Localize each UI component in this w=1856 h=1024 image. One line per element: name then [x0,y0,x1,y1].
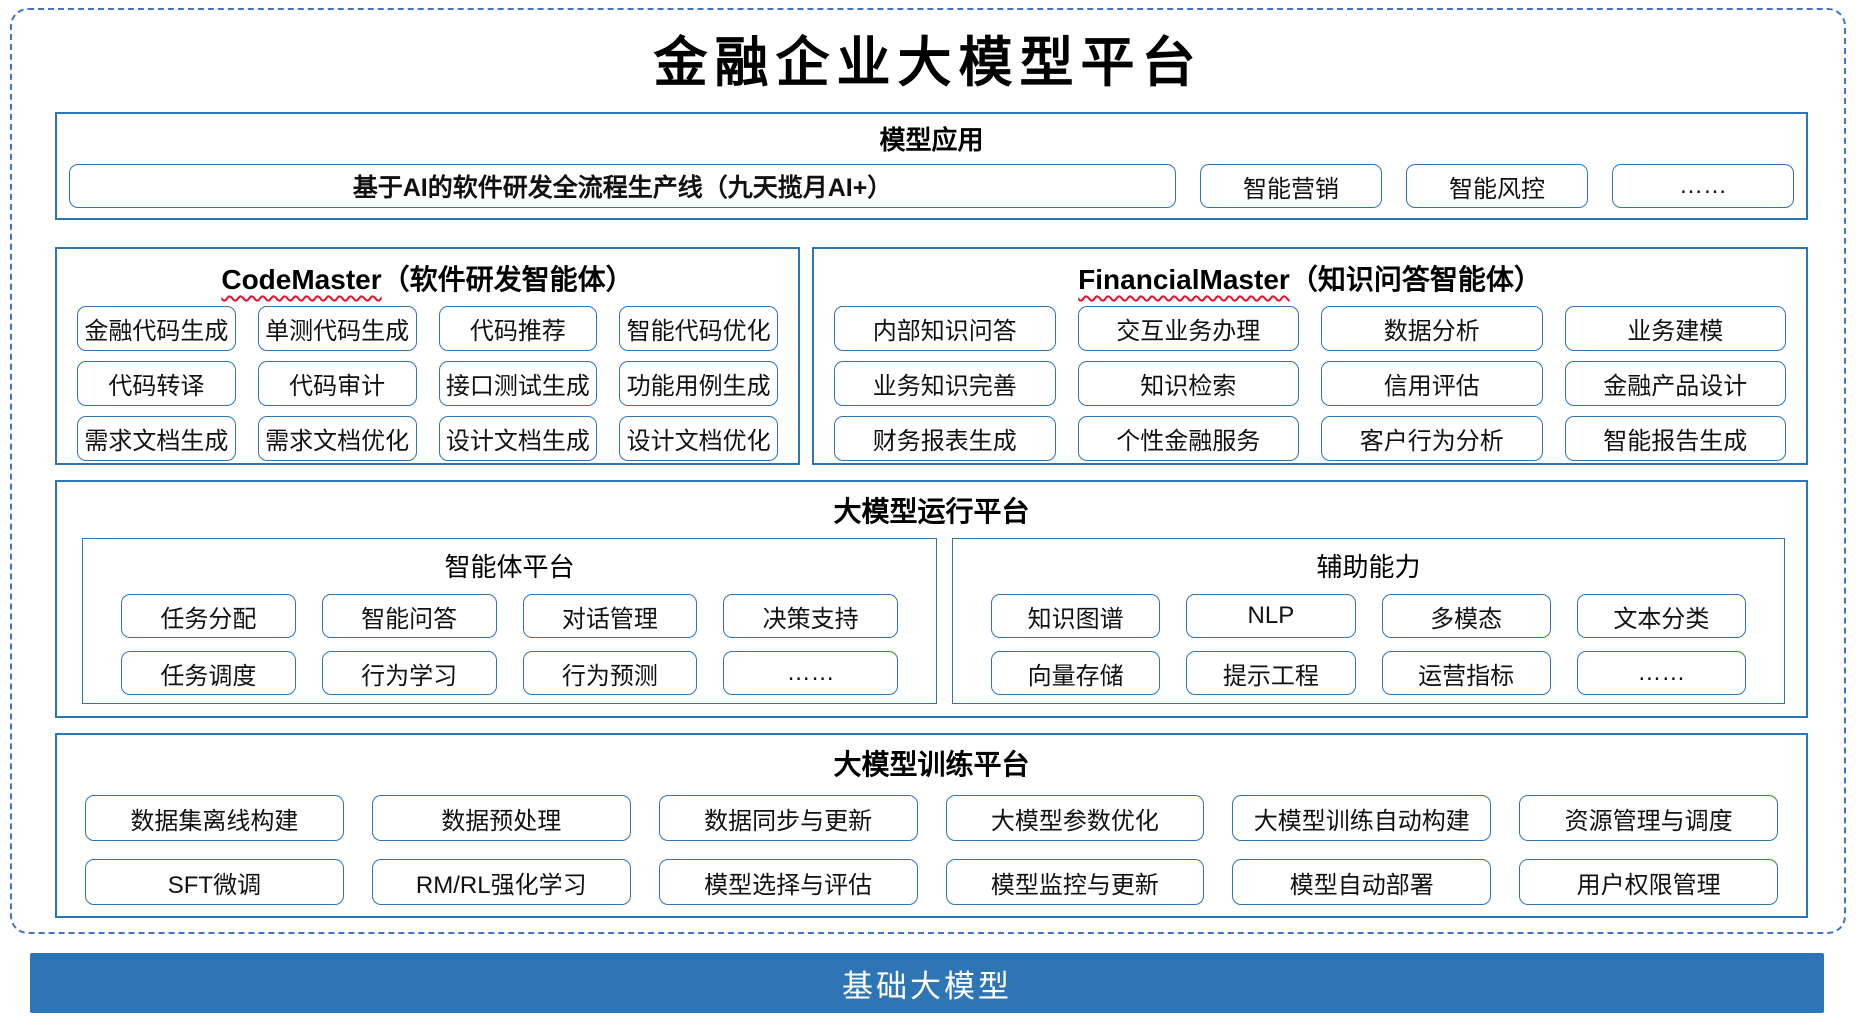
codemaster-title: CodeMaster（软件研发智能体） [57,258,798,298]
item-box: 资源管理与调度 [1519,795,1778,841]
auxiliary-header: 辅助能力 [1316,552,1421,582]
item-box: 代码转译 [77,361,236,406]
item-box: 任务分配 [121,594,296,638]
item-box: 知识检索 [1077,361,1299,406]
item-box: 大模型参数优化 [945,795,1205,841]
item-box: 运营指标 [1381,651,1551,695]
item-box: …… [1612,164,1794,208]
item-box: 客户行为分析 [1321,416,1543,461]
item-box: 个性金融服务 [1077,416,1299,461]
item-box: …… [723,651,898,695]
item-box: 数据集离线构建 [85,795,344,841]
item-box: 任务调度 [121,651,296,695]
subsection-auxiliary: 辅助能力 知识图谱 NLP 多模态文本分类向量存储提示工程运营指标 …… [952,538,1785,704]
item-box: 智能报告生成 [1564,416,1786,461]
item-box: 代码审计 [257,361,417,406]
codemaster-name: CodeMaster [221,264,382,295]
agent-platform-header: 智能体平台 [444,552,575,582]
item-box: 模型选择与评估 [658,859,918,905]
financialmaster-grid: 内部知识问答交互业务办理数据分析业务建模业务知识完善知识检索信用评估金融产品设计… [834,306,1786,461]
item-box: 行为预测 [522,651,698,695]
item-box: 接口测试生成 [438,361,598,406]
item-box: 内部知识问答 [834,306,1056,351]
item-box: 业务知识完善 [834,361,1056,406]
financialmaster-name: FinancialMaster [1078,264,1290,295]
agent-platform-grid: 任务分配智能问答对话管理决策支持任务调度行为学习行为预测 …… [121,594,898,695]
item-box: 智能代码优化 [619,306,778,351]
financialmaster-subtitle: （知识问答智能体） [1289,264,1542,295]
item-box: 功能用例生成 [619,361,778,406]
item-box: 文本分类 [1576,594,1746,638]
item-box: 财务报表生成 [834,416,1056,461]
section-runtime-platform: 大模型运行平台 智能体平台 任务分配智能问答对话管理决策支持任务调度行为学习行为… [55,480,1808,718]
pipeline-item-box: 基于AI的软件研发全流程生产线（九天揽月AI+） [69,164,1176,208]
item-box: 用户权限管理 [1519,859,1778,905]
item-box: 需求文档生成 [77,416,236,461]
model-application-header: 模型应用 [879,125,984,155]
training-platform-header: 大模型训练平台 [833,749,1030,780]
item-box: 大模型训练自动构建 [1232,795,1492,841]
foundation-model-label: 基础大模型 [842,968,1012,1004]
item-box: 智能营销 [1200,164,1382,208]
foundation-model-bar: 基础大模型 [30,953,1824,1013]
item-box: 需求文档优化 [257,416,417,461]
item-box: SFT微调 [85,859,344,905]
item-box: …… [1576,651,1746,695]
item-box: 智能问答 [321,594,497,638]
item-box: 多模态 [1381,594,1551,638]
page-title: 金融企业大模型平台 [653,30,1203,94]
section-training-platform: 大模型训练平台 数据集离线构建数据预处理数据同步与更新大模型参数优化大模型训练自… [55,733,1808,918]
item-box: 决策支持 [723,594,898,638]
item-box: 智能风控 [1406,164,1588,208]
item-box: RM/RL强化学习 [371,859,631,905]
runtime-platform-header: 大模型运行平台 [833,496,1030,527]
training-platform-grid: 数据集离线构建数据预处理数据同步与更新大模型参数优化大模型训练自动构建资源管理与… [85,795,1778,905]
auxiliary-grid: 知识图谱 NLP 多模态文本分类向量存储提示工程运营指标 …… [991,594,1746,695]
item-box: 行为学习 [321,651,497,695]
section-codemaster: CodeMaster（软件研发智能体） 金融代码生成单测代码生成代码推荐智能代码… [55,247,800,465]
item-box: 业务建模 [1564,306,1786,351]
item-box: 数据预处理 [371,795,631,841]
item-box: 数据同步与更新 [658,795,918,841]
item-box: 设计文档生成 [438,416,598,461]
item-box: 金融产品设计 [1564,361,1786,406]
item-box: 知识图谱 [991,594,1161,638]
item-box: 向量存储 [991,651,1161,695]
outer-dashed-border [10,8,1846,934]
codemaster-subtitle: （软件研发智能体） [381,264,634,295]
item-box: 单测代码生成 [257,306,417,351]
financialmaster-title: FinancialMaster（知识问答智能体） [814,258,1806,298]
item-box: NLP [1186,594,1356,638]
item-box: 代码推荐 [438,306,598,351]
item-box: 交互业务办理 [1077,306,1299,351]
model-application-row: 基于AI的软件研发全流程生产线（九天揽月AI+） 智能营销 智能风控 …… [69,164,1794,208]
codemaster-grid: 金融代码生成单测代码生成代码推荐智能代码优化代码转译代码审计接口测试生成功能用例… [77,306,778,461]
item-box: 金融代码生成 [77,306,236,351]
subsection-agent-platform: 智能体平台 任务分配智能问答对话管理决策支持任务调度行为学习行为预测 …… [82,538,937,704]
item-box: 模型自动部署 [1232,859,1492,905]
section-financialmaster: FinancialMaster（知识问答智能体） 内部知识问答交互业务办理数据分… [812,247,1808,465]
item-box: 数据分析 [1321,306,1543,351]
section-model-application: 模型应用 基于AI的软件研发全流程生产线（九天揽月AI+） 智能营销 智能风控 … [55,112,1808,220]
item-box: 信用评估 [1321,361,1543,406]
item-box: 模型监控与更新 [945,859,1205,905]
item-box: 提示工程 [1186,651,1356,695]
item-box: 对话管理 [522,594,698,638]
item-box: 设计文档优化 [619,416,778,461]
